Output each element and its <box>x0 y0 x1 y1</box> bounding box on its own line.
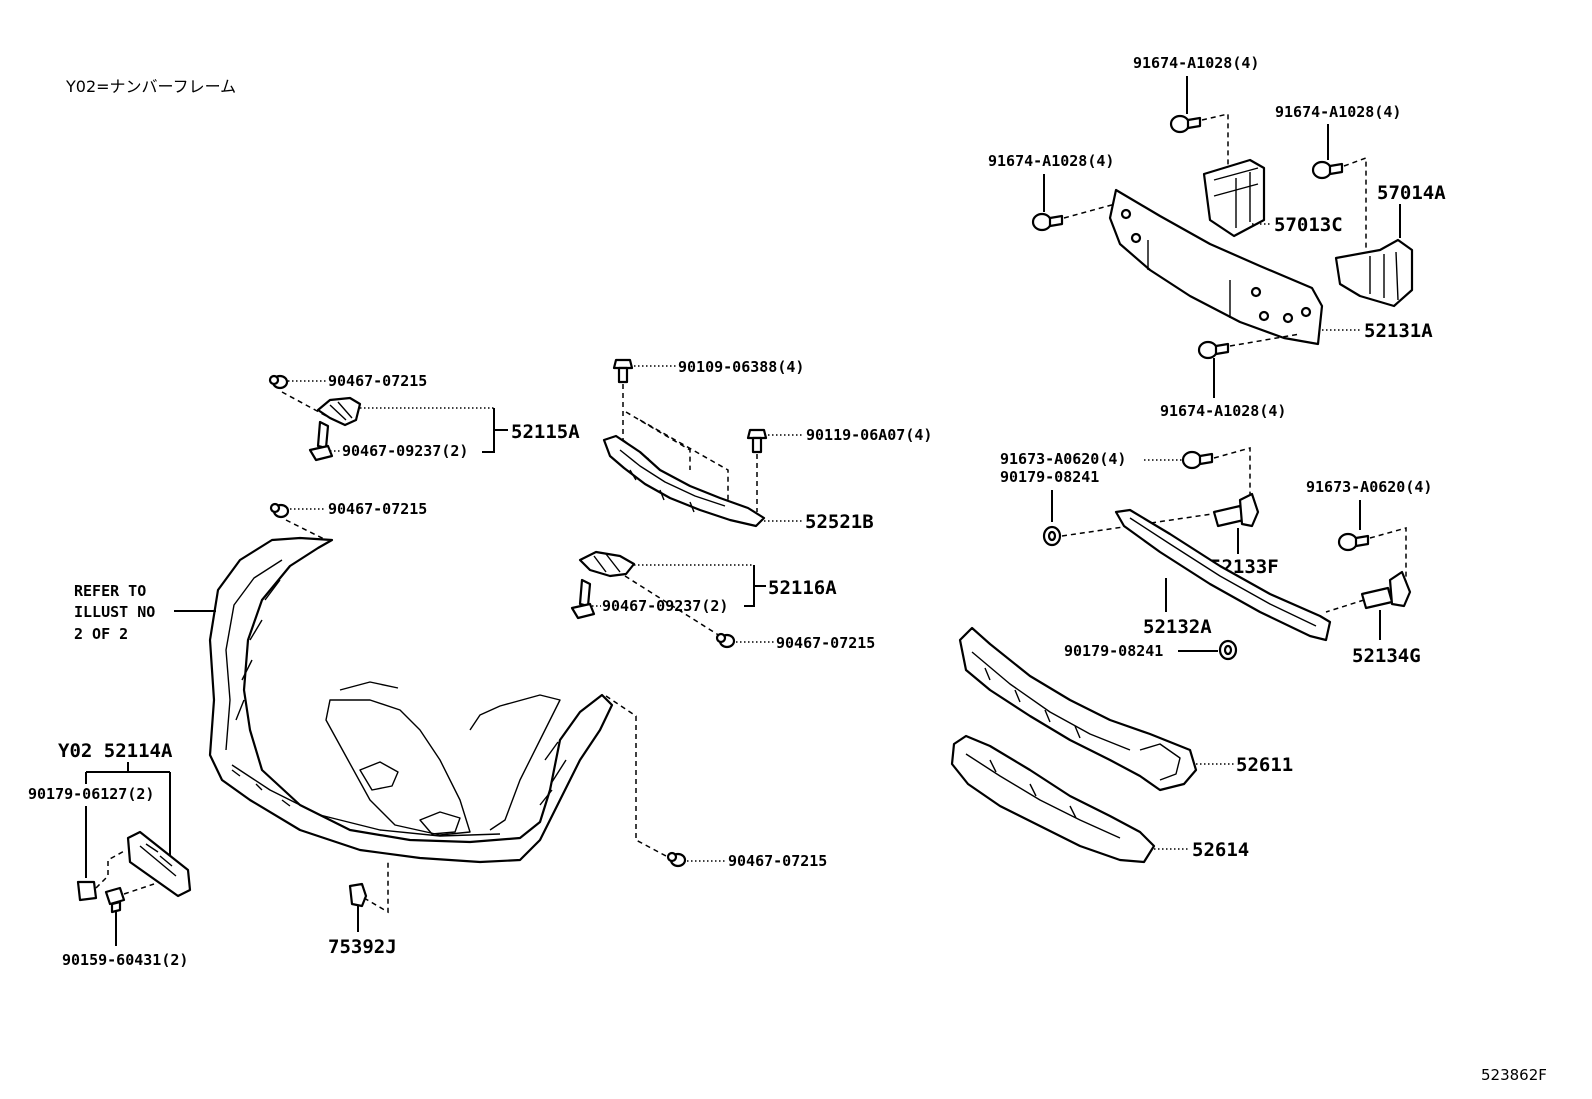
nut-90179-08241-top <box>1042 525 1062 547</box>
label-57014A: 57014A <box>1377 182 1446 204</box>
bolt-90159-60431 <box>104 886 126 914</box>
bolt-91673-right <box>1337 532 1370 552</box>
label-52132A: 52132A <box>1143 616 1212 638</box>
label-52134G: 52134G <box>1352 645 1421 667</box>
bolt-90109-06388 <box>612 358 634 384</box>
label-90467-09237-a: 90467-09237(2) <box>342 442 468 460</box>
y02-note: Y02=ナンバーフレーム <box>65 77 236 96</box>
label-90467-09237-b: 90467-09237(2) <box>602 597 728 615</box>
label-91673-A0620-right: 91673-A0620(4) <box>1306 478 1432 496</box>
label-90109-06388: 90109-06388(4) <box>678 358 804 376</box>
bracket-52115A <box>316 396 362 427</box>
label-90467-07215-a: 90467-07215 <box>328 372 427 390</box>
nut-90179-06127 <box>76 880 98 902</box>
label-52614: 52614 <box>1192 839 1249 861</box>
impact-bar-52132A <box>1114 508 1332 642</box>
clip-90467-07215-b <box>269 502 290 519</box>
label-91674-A1028-right: 91674-A1028(4) <box>1275 103 1401 121</box>
bracket-52116A <box>578 550 636 578</box>
energy-absorber-52133F <box>1212 492 1260 528</box>
label-90119-06A07: 90119-06A07(4) <box>806 426 932 444</box>
bolt-91674-top <box>1169 114 1202 134</box>
support-52521B <box>602 434 766 528</box>
label-91674-A1028-left: 91674-A1028(4) <box>988 152 1114 170</box>
energy-absorber-52134G <box>1360 570 1412 610</box>
refer-note-line2: ILLUST NO <box>74 603 155 621</box>
clip-75392J <box>348 882 368 908</box>
label-52131A: 52131A <box>1364 320 1433 342</box>
clip-90467-07215-c <box>715 632 736 649</box>
label-52114A: Y02 52114A <box>58 740 173 762</box>
absorber-52611 <box>958 626 1198 792</box>
lower-cover-52614 <box>950 734 1156 864</box>
label-91673-A0620-left: 91673-A0620(4) <box>1000 450 1126 468</box>
figure-code: 523862F <box>1481 1066 1547 1084</box>
clip-90467-09237-b <box>570 578 596 620</box>
label-57013C: 57013C <box>1274 214 1343 236</box>
label-75392J: 75392J <box>328 936 397 958</box>
label-90179-06127: 90179-06127(2) <box>28 785 154 803</box>
label-90179-08241-bot: 90179-08241 <box>1064 642 1163 660</box>
label-90467-07215-b: 90467-07215 <box>328 500 427 518</box>
label-90179-08241-top: 90179-08241 <box>1000 468 1099 486</box>
bolt-91673-left <box>1181 450 1214 470</box>
clip-90467-09237-a <box>308 420 334 462</box>
bracket-57013C <box>1202 158 1266 238</box>
bracket-57014A <box>1334 238 1414 308</box>
bolt-91674-bottom <box>1197 340 1230 360</box>
reinforcement-52131A <box>1108 188 1324 346</box>
refer-note-line3: 2 OF 2 <box>74 625 128 643</box>
label-90159-60431: 90159-60431(2) <box>62 951 188 969</box>
label-90467-07215-c: 90467-07215 <box>776 634 875 652</box>
label-91674-A1028-bottom: 91674-A1028(4) <box>1160 402 1286 420</box>
nut-90179-08241-bot <box>1218 639 1238 661</box>
label-52521B: 52521B <box>805 511 874 533</box>
label-52611: 52611 <box>1236 754 1293 776</box>
license-frame-52114A <box>126 830 192 898</box>
bolt-91674-left <box>1031 212 1064 232</box>
clip-90467-07215-d <box>666 851 687 868</box>
label-91674-A1028-top: 91674-A1028(4) <box>1133 54 1259 72</box>
label-90467-07215-d: 90467-07215 <box>728 852 827 870</box>
bolt-90119-06A07 <box>746 428 768 454</box>
label-52116A: 52116A <box>768 577 837 599</box>
clip-90467-07215-a <box>268 374 289 390</box>
bolt-91674-right <box>1311 160 1344 180</box>
refer-note-line1: REFER TO <box>74 582 146 600</box>
label-52115A: 52115A <box>511 421 580 443</box>
bumper-cover-illustration <box>208 536 614 864</box>
